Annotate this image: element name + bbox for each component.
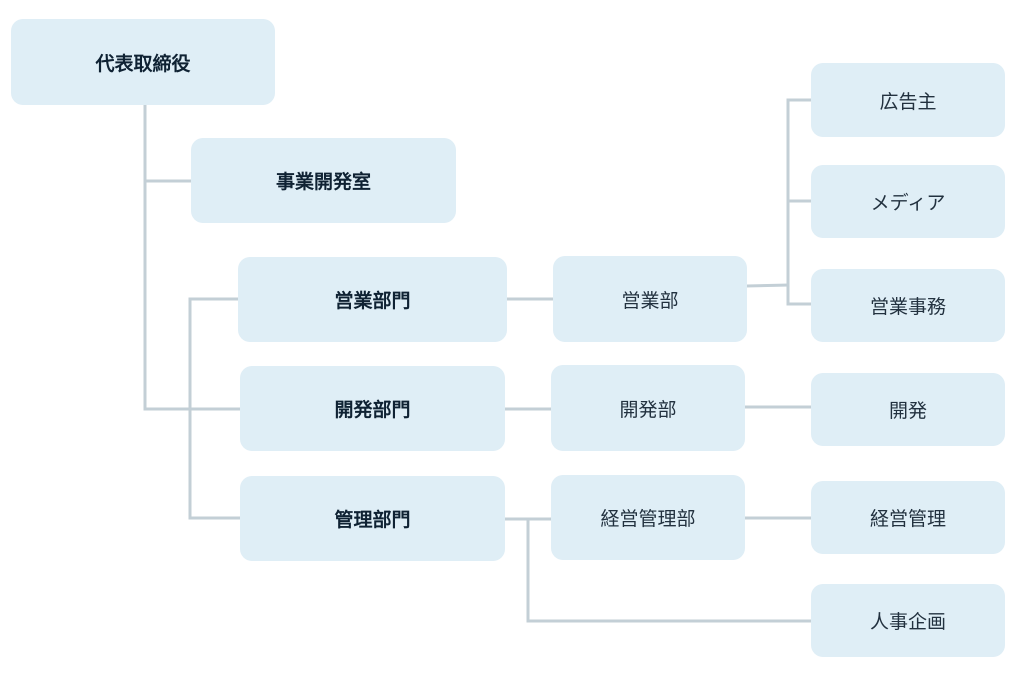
node-ceo: 代表取締役 xyxy=(11,19,275,105)
node-management: 経営管理 xyxy=(811,481,1005,554)
node-sales-office: 営業事務 xyxy=(811,269,1005,342)
node-media: メディア xyxy=(811,165,1005,238)
node-development: 開発 xyxy=(811,373,1005,446)
node-admin-division: 管理部門 xyxy=(240,476,505,561)
node-dev-division: 開発部門 xyxy=(240,366,505,451)
node-advertiser: 広告主 xyxy=(811,63,1005,137)
node-sales-dept: 営業部 xyxy=(553,256,747,342)
node-mgmt-dept: 経営管理部 xyxy=(551,475,745,560)
node-dev-dept: 開発部 xyxy=(551,365,745,451)
node-sales-division: 営業部門 xyxy=(238,257,507,342)
sales-dept-out-line xyxy=(745,283,790,288)
node-bizdev: 事業開発室 xyxy=(191,138,456,223)
node-hr-planning: 人事企画 xyxy=(811,584,1005,657)
